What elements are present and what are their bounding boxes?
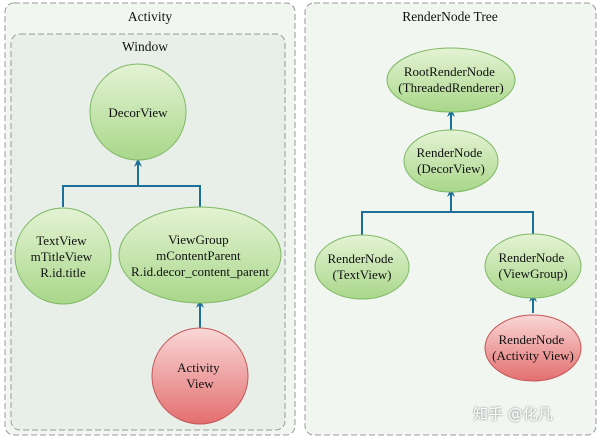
svg-text:RenderNode (TextView): RenderNode (TextView) bbox=[328, 251, 397, 282]
connector-viewgroup-to-decor-rn bbox=[451, 211, 534, 234]
activity-view-node: Activity View bbox=[151, 327, 249, 425]
svg-text:RootRenderNode (Threaded: RootRenderNode (ThreadedRenderer) bbox=[398, 64, 503, 95]
view-group-label-line2: mContentParent bbox=[156, 248, 241, 263]
rendernode-connectors bbox=[361, 108, 537, 313]
root-rendernode: RootRenderNode (ThreadedRenderer) bbox=[386, 47, 516, 113]
root-rendernode-line1: RootRenderNode bbox=[404, 64, 495, 79]
watermark-text: 知乎 @化凡 bbox=[473, 405, 553, 423]
connector-textview-to-decor-rn bbox=[361, 188, 455, 235]
text-view-label-line1: TextView bbox=[36, 233, 87, 248]
text-view-node: TextView mTitleView R.id.title bbox=[14, 207, 112, 305]
window-connectors bbox=[62, 158, 204, 329]
svg-text:TextView mTitleView: TextView mTitleView R.id.title bbox=[31, 233, 96, 280]
textview-rendernode-line1: RenderNode bbox=[328, 251, 394, 266]
svg-text:ViewGroup mContentParent: ViewGroup mContentParent R.id.decor_cont… bbox=[131, 232, 269, 279]
svg-text:Activity View: Activity View bbox=[177, 360, 223, 391]
viewgroup-rendernode-line2: (ViewGroup) bbox=[498, 266, 567, 281]
view-group-node: ViewGroup mContentParent R.id.decor_cont… bbox=[118, 206, 282, 304]
window-panel-title: Window bbox=[122, 39, 168, 54]
svg-text:RenderNode (ViewGroup): RenderNode (ViewGroup) bbox=[498, 250, 567, 281]
svg-text:RenderNode (DecorView): RenderNode (DecorView) bbox=[417, 145, 486, 176]
textview-rendernode-line2: (TextView) bbox=[333, 267, 392, 282]
text-view-label-line3: R.id.title bbox=[40, 265, 86, 280]
view-group-label-line1: ViewGroup bbox=[168, 232, 229, 247]
rendernode-panel-title: RenderNode Tree bbox=[402, 9, 498, 24]
root-rendernode-line2: (ThreadedRenderer) bbox=[398, 80, 503, 95]
decor-rendernode-line1: RenderNode bbox=[417, 145, 483, 160]
svg-text:DecorView: DecorView bbox=[108, 105, 168, 120]
view-group-label-line3: R.id.decor_content_parent bbox=[131, 264, 269, 279]
svg-text:RenderNode (Activity Vie: RenderNode (Activity View) bbox=[492, 332, 574, 363]
decor-view-node: DecorView bbox=[89, 63, 187, 161]
connector-viewgroup-to-decor bbox=[138, 185, 201, 208]
activity-view-label-line1: Activity bbox=[177, 360, 220, 375]
activityview-rendernode: RenderNode (Activity View) bbox=[484, 314, 582, 382]
activity-panel-title: Activity bbox=[128, 9, 172, 24]
textview-rendernode: RenderNode (TextView) bbox=[314, 234, 410, 300]
decor-view-label: DecorView bbox=[108, 105, 168, 120]
viewgroup-rendernode-line1: RenderNode bbox=[499, 250, 565, 265]
connector-textview-to-decor bbox=[62, 158, 142, 207]
activityview-rendernode-line2: (Activity View) bbox=[492, 348, 574, 363]
viewgroup-rendernode: RenderNode (ViewGroup) bbox=[484, 233, 582, 299]
activity-view-label-line2: View bbox=[186, 376, 214, 391]
decor-rendernode: RenderNode (DecorView) bbox=[403, 129, 499, 193]
text-view-label-line2: mTitleView bbox=[31, 249, 93, 264]
decor-rendernode-line2: (DecorView) bbox=[417, 161, 485, 176]
activityview-rendernode-line1: RenderNode bbox=[499, 332, 565, 347]
